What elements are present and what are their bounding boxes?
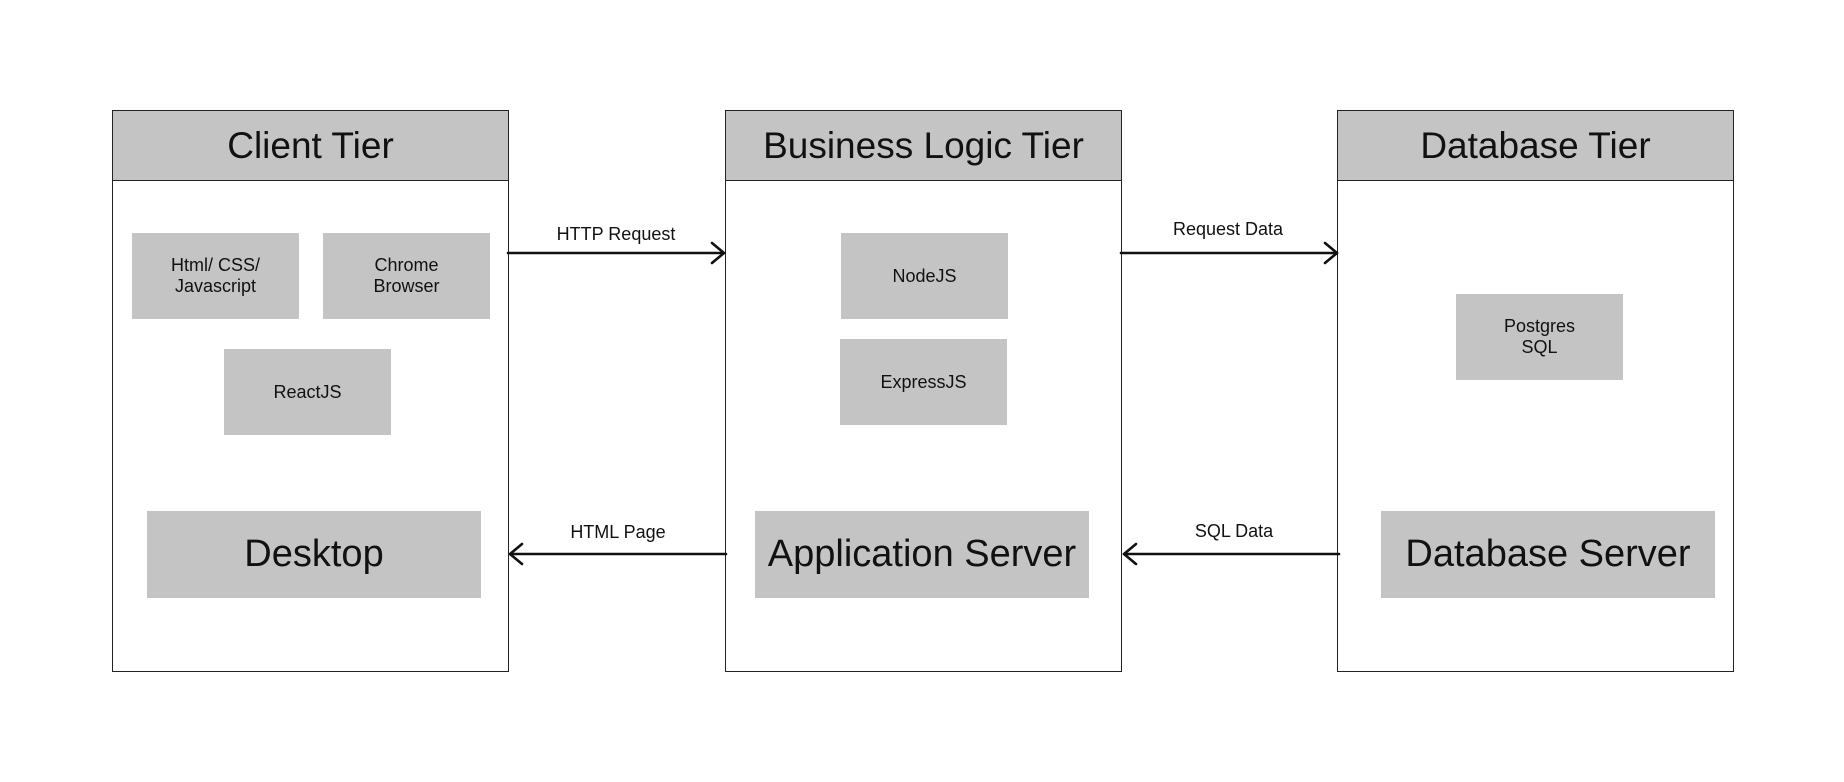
- application-server-box: Application Server: [755, 511, 1089, 598]
- html-css-javascript-box: Html/ CSS/ Javascript: [132, 233, 299, 319]
- database-server-box: Database Server: [1381, 511, 1715, 598]
- client-tier-title: Client Tier: [113, 111, 508, 181]
- request-data-label: Request Data: [1172, 219, 1284, 239]
- database-tier-panel: Database Tier Postgres SQL Database Serv…: [1337, 110, 1734, 672]
- postgres-sql-box: Postgres SQL: [1456, 294, 1623, 380]
- expressjs-box: ExpressJS: [840, 339, 1007, 425]
- sql-data-label: SQL Data: [1194, 521, 1274, 541]
- html-page-label: HTML Page: [570, 522, 666, 542]
- reactjs-box: ReactJS: [224, 349, 391, 435]
- http-request-arrow: [506, 241, 726, 265]
- request-data-arrow: [1119, 241, 1339, 265]
- sql-data-arrow: [1122, 542, 1341, 566]
- business-logic-tier-panel: Business Logic Tier NodeJS ExpressJS App…: [725, 110, 1122, 672]
- client-tier-panel: Client Tier Html/ CSS/ Javascript Chrome…: [112, 110, 509, 672]
- desktop-box: Desktop: [147, 511, 481, 598]
- nodejs-box: NodeJS: [841, 233, 1008, 319]
- database-tier-title: Database Tier: [1338, 111, 1733, 181]
- chrome-browser-box: Chrome Browser: [323, 233, 490, 319]
- html-page-arrow: [508, 542, 728, 566]
- http-request-label: HTTP Request: [556, 224, 676, 244]
- business-logic-tier-title: Business Logic Tier: [726, 111, 1121, 181]
